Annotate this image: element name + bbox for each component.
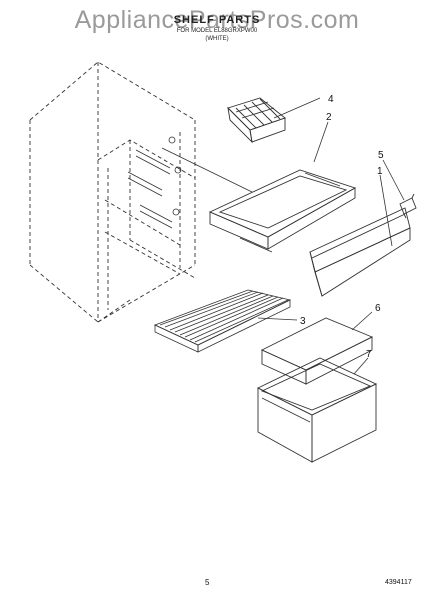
cabinet-outline	[29, 61, 196, 323]
callout-1: 1	[377, 166, 383, 177]
site-watermark: AppliancePartsPros.com	[74, 6, 360, 34]
callout-4: 4	[328, 94, 334, 105]
freezer-shelf	[208, 169, 357, 253]
rail-clip	[399, 193, 417, 219]
crisper-drawer	[256, 357, 378, 463]
shelf-rail	[309, 207, 411, 297]
callout-3: 3	[300, 316, 306, 327]
callout-leaders	[257, 97, 405, 375]
callout-5: 5	[378, 150, 384, 161]
page-number: 5	[205, 578, 210, 587]
callout-6: 6	[375, 303, 381, 314]
shelf-leader-line	[161, 147, 253, 193]
shelf-clips	[127, 136, 182, 229]
crisper-lid	[260, 317, 374, 385]
color-line: (WHITE)	[205, 36, 229, 42]
diagram-title: SHELF PARTS	[173, 14, 261, 26]
wire-shelf	[153, 289, 292, 353]
callout-2: 2	[326, 112, 332, 123]
ice-tray	[227, 97, 286, 144]
document-number: 4394117	[385, 579, 412, 586]
model-line: FOR MODEL EL88GRXPW00	[176, 28, 258, 34]
callout-7: 7	[366, 349, 372, 360]
